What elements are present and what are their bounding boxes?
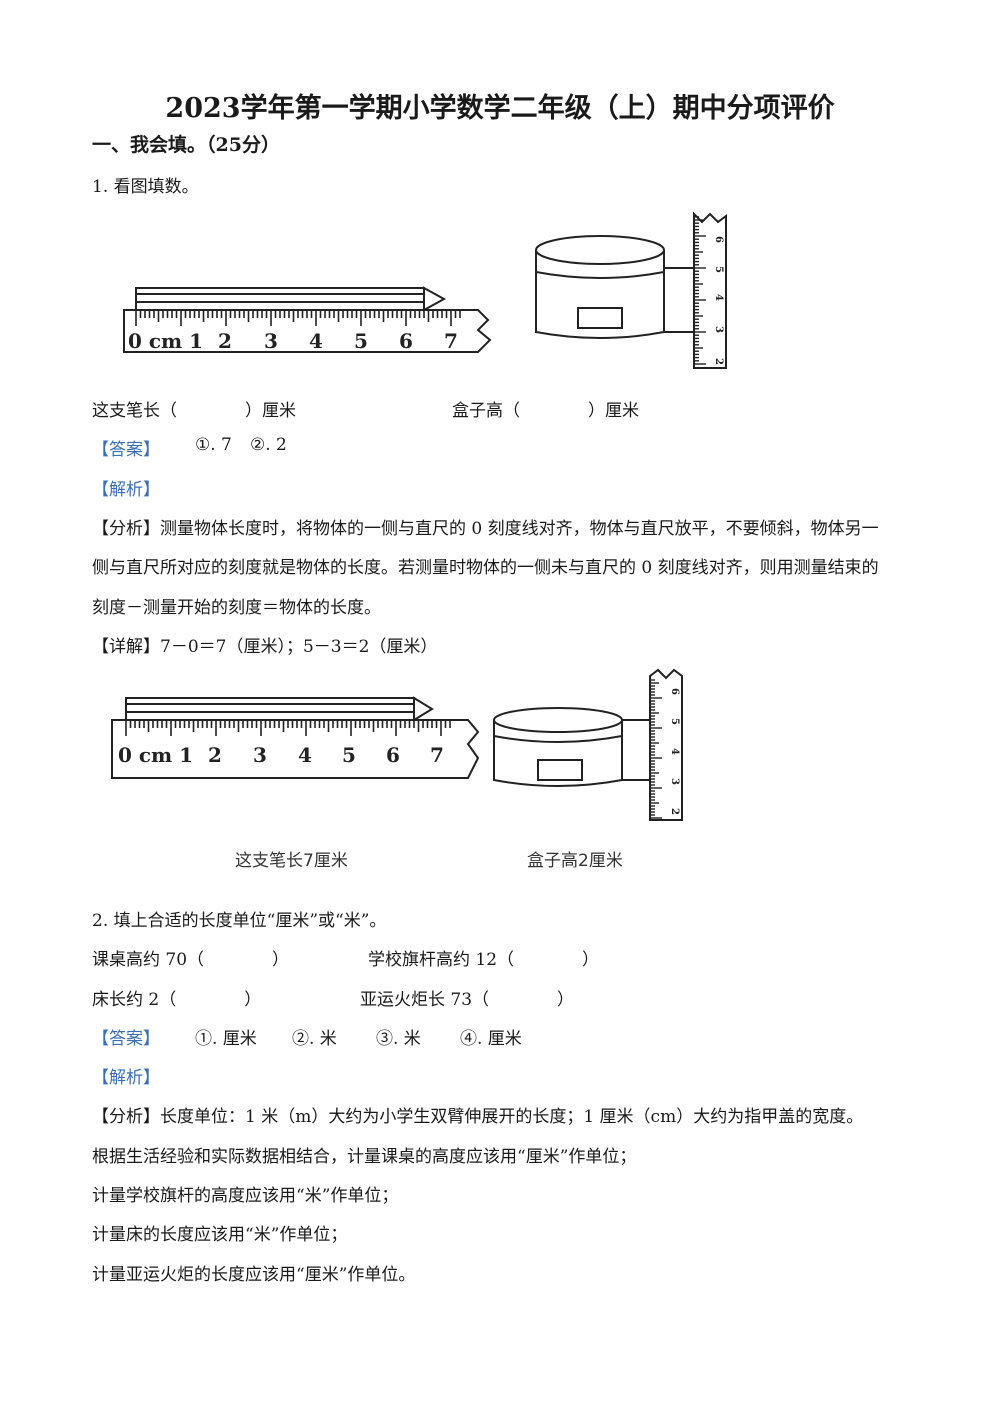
q2-item-4: 亚运火炬长 73（ ） bbox=[360, 990, 575, 1010]
tick-label: 6 bbox=[386, 743, 400, 767]
tick-label: 5 bbox=[342, 743, 356, 767]
q2-item-3: 床长约 2（ ） bbox=[92, 990, 262, 1010]
box bbox=[535, 235, 665, 339]
answer-4: ④. 厘米 bbox=[460, 1029, 522, 1049]
answer-tag: 【答案】 bbox=[92, 440, 160, 460]
analysis-tag: 【解析】 bbox=[92, 1068, 160, 1088]
tick-label: 5 bbox=[713, 266, 724, 273]
analysis-line: 【分析】长度单位：1 米（m）大约为小学生双臂伸展开的长度；1 厘米（cm）大约… bbox=[92, 1107, 864, 1127]
pencil bbox=[135, 286, 447, 312]
caption-box: 盒子高2厘米 bbox=[527, 851, 623, 871]
tick-label: 2 bbox=[713, 358, 724, 365]
tick-label: 4 bbox=[298, 743, 312, 767]
answer-1: ①. 厘米 bbox=[195, 1029, 257, 1049]
ruler-labels: 0 cm 1 2 3 4 5 6 7 bbox=[128, 329, 458, 353]
tick-label: 0 cm 1 bbox=[128, 329, 203, 353]
tick-label: 0 cm 1 bbox=[118, 743, 193, 767]
analysis-line: 刻度－测量开始的刻度＝物体的长度。 bbox=[92, 598, 381, 618]
tick-label: 3 bbox=[253, 743, 267, 767]
tick-label: 3 bbox=[669, 778, 680, 785]
section-heading: 一、我会填。（25分） bbox=[92, 134, 280, 156]
answer-2: ②. 2 bbox=[250, 435, 287, 455]
analysis-line: 根据生活经验和实际数据相结合，计量课桌的高度应该用“厘米”作单位； bbox=[92, 1147, 637, 1167]
answer-tag: 【答案】 bbox=[92, 1029, 160, 1049]
tick-label: 4 bbox=[713, 294, 724, 301]
tick-label: 3 bbox=[713, 326, 724, 333]
tick-label: 4 bbox=[669, 748, 680, 755]
ruler-labels: 0 cm 1 2 3 4 5 6 7 bbox=[118, 743, 444, 767]
analysis-line: 计量学校旗杆的高度应该用“米”作单位； bbox=[92, 1186, 399, 1206]
tick-label: 2 bbox=[669, 808, 680, 815]
tick-label: 6 bbox=[669, 688, 680, 695]
pencil bbox=[125, 696, 434, 722]
analysis-line: 计量亚运火炬的长度应该用“厘米”作单位。 bbox=[92, 1265, 416, 1285]
caption-pen: 这支笔长7厘米 bbox=[235, 851, 348, 871]
q1-prompt: 1. 看图填数。 bbox=[92, 177, 199, 197]
vertical-ruler-labels: 2 3 4 5 6 bbox=[713, 236, 724, 365]
tick-label: 7 bbox=[444, 329, 458, 353]
tick-label: 7 bbox=[430, 743, 444, 767]
box bbox=[493, 707, 623, 787]
tick-label: 5 bbox=[354, 329, 368, 353]
answer-figure: 0 cm 1 2 3 4 5 6 7 2 3 4 5 6 bbox=[111, 668, 683, 821]
q2-item-1: 课桌高约 70（ ） bbox=[92, 950, 290, 970]
answer-3: ③. 米 bbox=[376, 1029, 421, 1049]
tick-label: 4 bbox=[309, 329, 323, 353]
tick-label: 3 bbox=[264, 329, 278, 353]
blank-pen-length: 这支笔长（ ）厘米 bbox=[92, 401, 296, 421]
answer-1: ①. 7 bbox=[195, 435, 232, 455]
tick-label: 2 bbox=[218, 329, 232, 353]
tick-label: 2 bbox=[208, 743, 222, 767]
tick-label: 5 bbox=[669, 718, 680, 725]
q2-prompt: 2. 填上合适的长度单位“厘米”或“米”。 bbox=[92, 911, 387, 931]
analysis-line: 【分析】测量物体长度时，将物体的一侧与直尺的 0 刻度线对齐，物体与直尺放平，不… bbox=[92, 519, 879, 539]
vertical-ruler-labels: 2 3 4 5 6 bbox=[669, 688, 680, 815]
box-ruler-figure: 2 3 4 5 6 bbox=[535, 211, 727, 369]
detail-line: 【详解】7－0＝7（厘米）；5－3＝2（厘米） bbox=[92, 637, 438, 657]
vertical-ruler bbox=[649, 668, 683, 821]
blank-box-height: 盒子高（ ）厘米 bbox=[452, 401, 639, 421]
tick-label: 6 bbox=[713, 236, 724, 243]
analysis-line: 计量床的长度应该用“米”作单位； bbox=[92, 1225, 348, 1245]
answer-2: ②. 米 bbox=[292, 1029, 337, 1049]
vertical-ruler bbox=[693, 211, 727, 369]
q2-item-2: 学校旗杆高约 12（ ） bbox=[368, 950, 600, 970]
ruler bbox=[111, 719, 480, 779]
ruler bbox=[123, 309, 492, 353]
page-title: 2023学年第一学期小学数学二年级（上）期中分项评价 bbox=[165, 93, 835, 124]
analysis-tag: 【解析】 bbox=[92, 480, 160, 500]
analysis-line: 侧与直尺所对应的刻度就是物体的长度。若测量时物体的一侧未与直尺的 0 刻度线对齐… bbox=[92, 558, 879, 578]
pen-ruler-figure: 0 cm 1 2 3 4 5 6 7 bbox=[123, 286, 492, 353]
tick-label: 6 bbox=[399, 329, 413, 353]
